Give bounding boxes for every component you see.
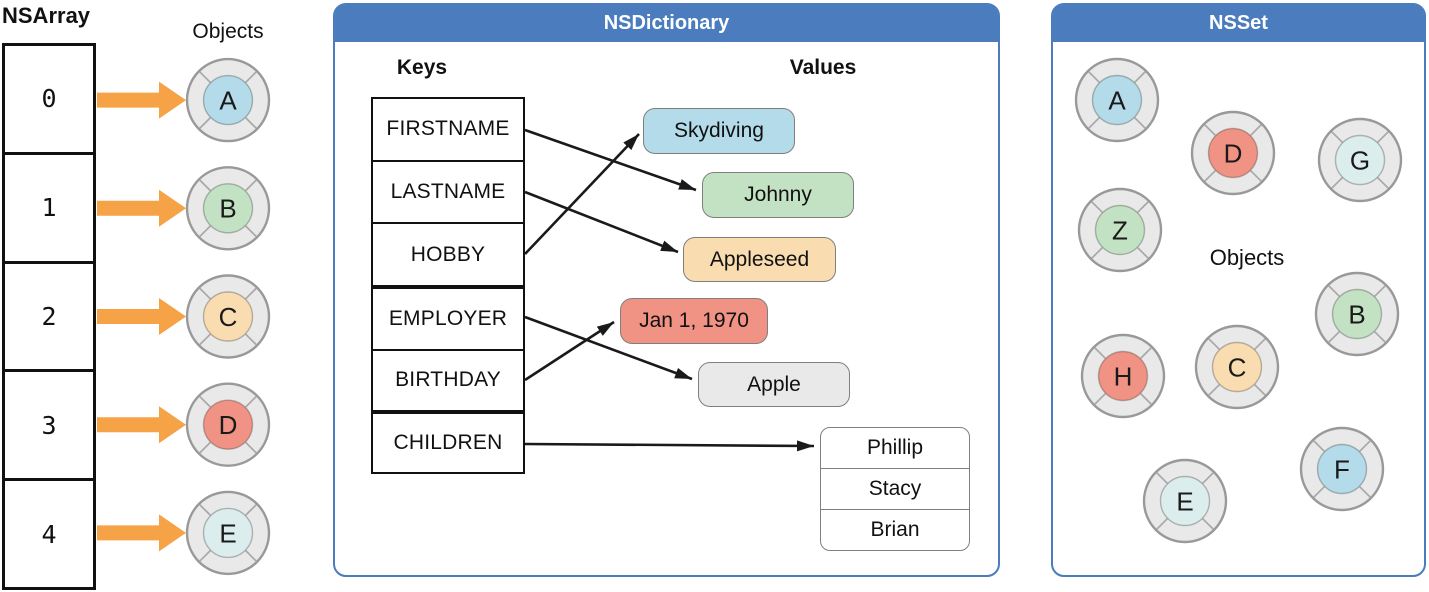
orange-pointer-arrow [97,514,186,552]
dictionary-value-badge: Johnny [702,172,854,218]
dictionary-key-cell: EMPLOYER [388,306,508,330]
dictionary-key-cell: BIRTHDAY [373,348,523,411]
children-list-row: Stacy [821,468,969,509]
array-index-cell: 1 [5,151,93,261]
dictionary-key-group: EMPLOYER BIRTHDAY [371,287,525,412]
keys-column-label: Keys [396,56,448,79]
children-list-row: Brian [821,509,969,550]
nsset-panel: NSSet [1051,3,1426,577]
orange-pointer-arrow [97,81,186,119]
array-index-cell: 0 [41,84,57,114]
orange-pointer-arrow [97,189,186,227]
values-column-label: Values [789,56,857,79]
dictionary-key-cell: LASTNAME [373,159,523,223]
array-index-cell: 2 [5,260,93,370]
orange-pointer-arrow [97,298,186,335]
object-B-lifebuoy-icon: B [185,166,271,251]
dictionary-key-cell: FIRSTNAME [386,117,510,141]
nsdictionary-header: NSDictionary [335,5,998,42]
children-list-row: Phillip [866,436,924,459]
nsarray-objects-label: Objects [192,20,264,43]
nsset-header: NSSet [1053,5,1424,42]
svg-text:E: E [219,518,236,548]
dictionary-value-badge: Jan 1, 1970 [620,298,768,344]
object-D-lifebuoy-icon: D [185,382,271,467]
object-E-lifebuoy-icon: E [185,490,271,576]
svg-text:A: A [219,85,237,115]
dictionary-key-cell: CHILDREN [393,431,503,454]
orange-pointer-arrow [97,406,186,444]
dictionary-value-badge: Apple [698,362,850,407]
dictionary-key-group: CHILDREN [371,412,525,474]
nsarray-title: NSArray [2,3,91,28]
dictionary-value-badge: Appleseed [683,237,836,282]
nsset-objects-label: Objects [1209,245,1285,270]
object-A-lifebuoy-icon: A [185,57,271,143]
svg-text:C: C [219,302,238,332]
array-index-cell: 4 [5,478,93,587]
dictionary-key-cell: HOBBY [373,222,523,285]
object-C-lifebuoy-icon: C [185,274,271,359]
array-index-cell: 3 [5,369,93,478]
svg-text:B: B [219,194,236,224]
svg-text:D: D [219,410,238,440]
dictionary-value-badge: Skydiving [643,108,795,154]
